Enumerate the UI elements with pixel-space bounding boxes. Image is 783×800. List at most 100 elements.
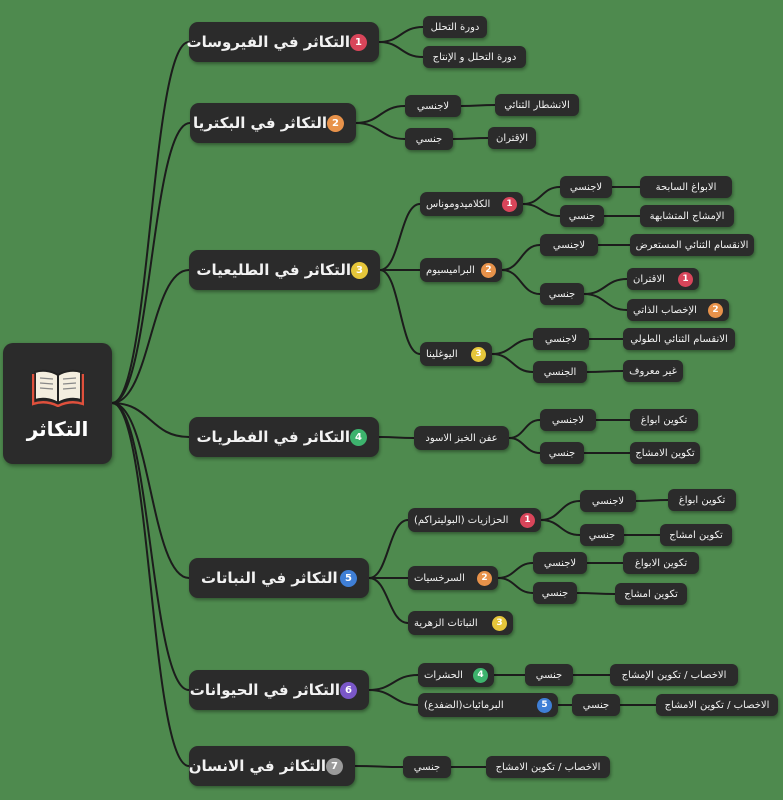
leaf-node[interactable]: الاخصاب / تكوين الامشاج bbox=[656, 694, 778, 716]
node-label: الاخصاب / تكوين الامشاج bbox=[495, 761, 601, 773]
node-label: التكاثر في النباتات bbox=[201, 569, 338, 587]
leaf-node[interactable]: جنسي bbox=[525, 664, 573, 686]
root-branch-connector bbox=[111, 122, 191, 404]
leaf-node[interactable]: لاجنسي bbox=[540, 234, 598, 256]
subtopic-node[interactable]: جنسي bbox=[403, 756, 451, 778]
node-label: تكوين امشاج bbox=[624, 588, 678, 600]
leaf-node[interactable]: الاخصاب / تكوين الامشاج bbox=[486, 756, 610, 778]
child-connector bbox=[508, 437, 541, 454]
number-badge-icon: 1 bbox=[678, 271, 693, 287]
node-label: جنسي bbox=[548, 288, 576, 300]
leaf-node[interactable]: جنسي bbox=[572, 694, 620, 716]
subtopic-node[interactable]: دورة التحلل و الإنتاج bbox=[423, 46, 526, 68]
number-badge-icon: 4 bbox=[473, 667, 488, 683]
leaf-node[interactable]: لاجنسي bbox=[533, 552, 587, 574]
child-connector bbox=[378, 41, 424, 58]
leaf-node[interactable]: الاخصاب / تكوين الإمشاج bbox=[610, 664, 738, 686]
subtopic-node[interactable]: عفن الخبز الاسود bbox=[414, 426, 509, 450]
child-connector bbox=[378, 436, 415, 439]
leaf-node[interactable]: تكوين ابواغ bbox=[668, 489, 736, 511]
leaf-node[interactable]: جنسي bbox=[580, 524, 624, 546]
child-connector bbox=[501, 269, 541, 295]
node-label: التكاثر في البكتريا bbox=[193, 114, 327, 132]
node-label: الإقتران bbox=[496, 132, 528, 144]
child-connector bbox=[501, 244, 541, 271]
node-label: البرمائيات(الضفدع) bbox=[424, 699, 504, 711]
child-connector bbox=[586, 370, 624, 373]
number-badge-icon: 3 bbox=[471, 346, 486, 362]
node-label: تكوين امشاج bbox=[669, 529, 723, 541]
node-label: الانقسام الثنائي المستعرض bbox=[635, 239, 749, 251]
node-label: تكوين ابواغ bbox=[640, 414, 688, 426]
subtopic-node[interactable]: جنسي bbox=[405, 128, 453, 150]
child-connector bbox=[368, 674, 419, 691]
leaf-node[interactable]: الابواغ السابحة bbox=[640, 176, 732, 198]
node-label: الحشرات bbox=[424, 669, 463, 681]
leaf-node[interactable]: الإمشاج المتشابهة bbox=[640, 205, 734, 227]
subtopic-node[interactable]: لاجنسي bbox=[405, 95, 461, 117]
node-label: التكاثر في الفطريات bbox=[196, 428, 350, 446]
node-label: لاجنسي bbox=[543, 557, 577, 569]
child-connector bbox=[540, 519, 581, 536]
child-connector bbox=[522, 203, 561, 217]
leaf-node[interactable]: جنسي bbox=[540, 442, 584, 464]
node-label: الحزازيات (البوليتراكم) bbox=[414, 514, 509, 526]
node-label: جنسي bbox=[588, 529, 616, 541]
child-connector bbox=[583, 293, 628, 311]
leaf-node[interactable]: غير معروف bbox=[623, 360, 683, 382]
leaf-node[interactable]: جنسي bbox=[540, 283, 584, 305]
node-label: الابواغ السابحة bbox=[655, 181, 717, 193]
leaf-node[interactable]: تكوين الامشاج bbox=[630, 442, 700, 464]
node-label: لاجنسي bbox=[591, 495, 625, 507]
leaf-node[interactable]: تكوين امشاج bbox=[660, 524, 732, 546]
node-label: جنسي bbox=[415, 133, 443, 145]
leaf-node[interactable]: الانشطار الثنائي bbox=[495, 94, 579, 116]
leaf-node[interactable]: تكوين امشاج bbox=[615, 583, 687, 605]
root-branch-connector bbox=[111, 269, 190, 404]
node-label: جنسي bbox=[548, 447, 576, 459]
node-label: جنسي bbox=[568, 210, 596, 222]
node-label: لاجنسي bbox=[544, 333, 578, 345]
leaf-node[interactable]: لاجنسي bbox=[560, 176, 612, 198]
leaf-node[interactable]: لاجنسي bbox=[533, 328, 589, 350]
leaf-node[interactable]: لاجنسي bbox=[540, 409, 596, 431]
child-connector bbox=[508, 419, 541, 439]
number-badge-icon: 4 bbox=[350, 428, 367, 446]
leaf-node[interactable]: تكوين الابواغ bbox=[623, 552, 699, 574]
root-branch-connector bbox=[111, 402, 190, 579]
node-label: التكاثر في الطليعيات bbox=[196, 261, 351, 279]
child-connector bbox=[635, 499, 669, 502]
node-label: لاجنسي bbox=[569, 181, 603, 193]
leaf-node[interactable]: الإقتران bbox=[488, 127, 536, 149]
leaf-node[interactable]: لاجنسي bbox=[580, 490, 636, 512]
subtopic-node[interactable]: 4 الحشرات bbox=[418, 663, 494, 687]
child-connector bbox=[355, 122, 406, 140]
root-node[interactable]: التكاثر bbox=[3, 343, 112, 464]
leaf-node[interactable]: جنسي bbox=[533, 582, 577, 604]
leaf-node[interactable]: الانقسام الثنائي الطولي bbox=[623, 328, 735, 350]
leaf-node[interactable]: تكوين ابواغ bbox=[630, 409, 698, 431]
subtopic-node[interactable]: دورة التحلل bbox=[423, 16, 487, 38]
number-badge-icon: 3 bbox=[492, 615, 507, 631]
leaf-node[interactable]: الجنسي bbox=[533, 361, 587, 383]
leaf-node[interactable]: جنسي bbox=[560, 205, 604, 227]
node-label: الانقسام الثنائي الطولي bbox=[630, 333, 728, 345]
leaf-node[interactable]: الانقسام الثنائي المستعرض bbox=[630, 234, 754, 256]
